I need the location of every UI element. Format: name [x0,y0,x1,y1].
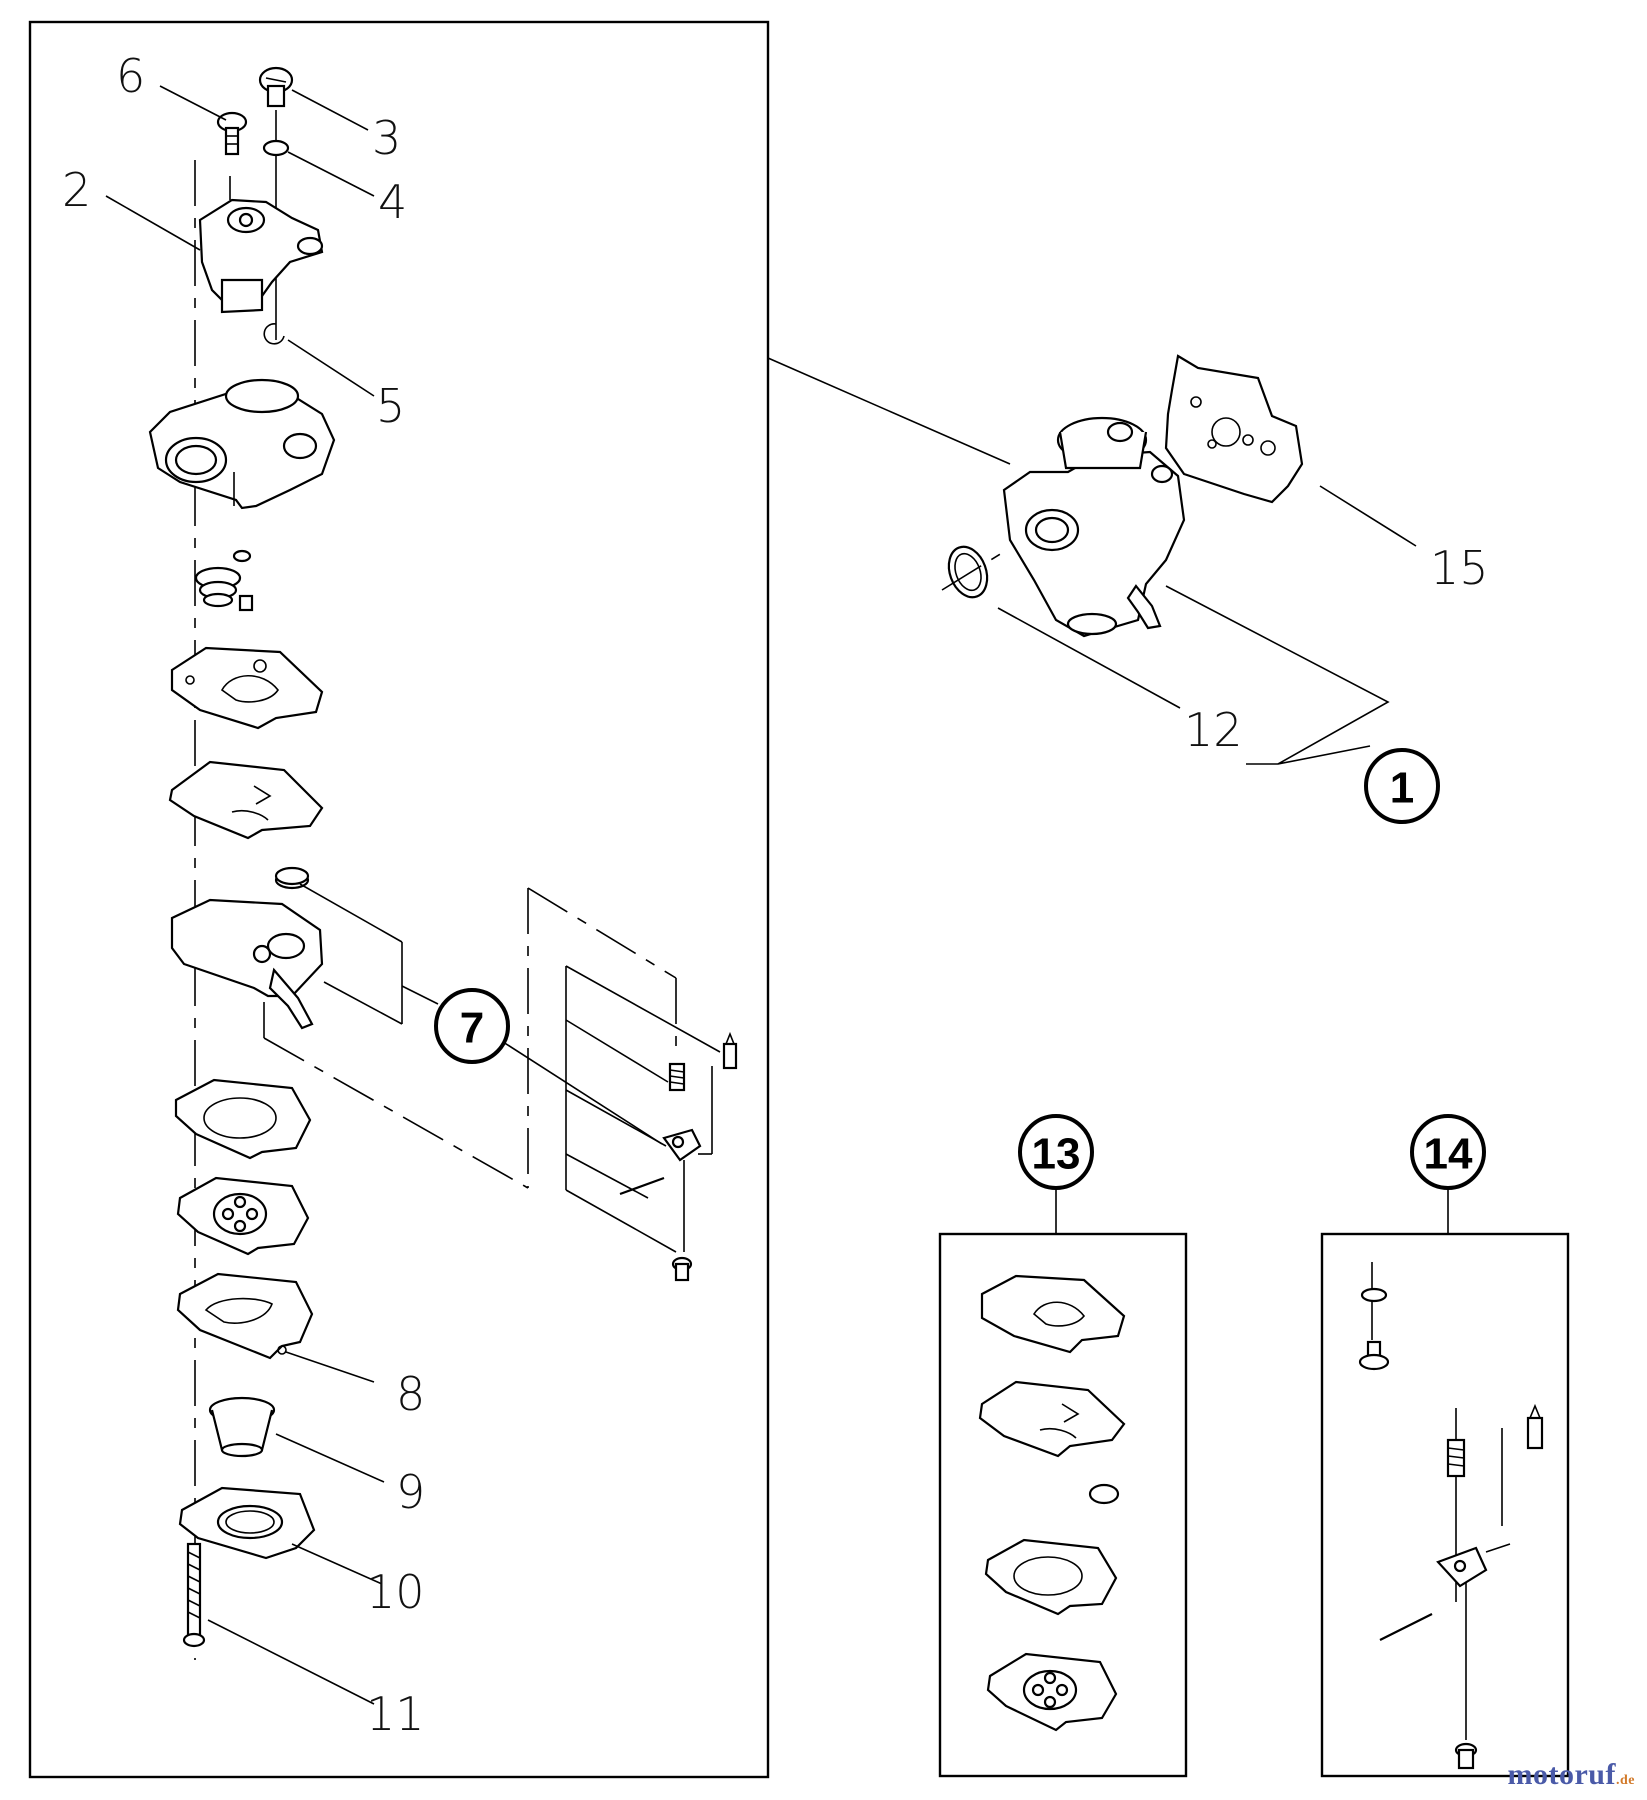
label-10: 10 [366,1565,425,1619]
kit-14-needle-spring[interactable] [1446,1438,1466,1478]
callout-1: 1 [1364,748,1440,824]
leader-8 [285,1351,375,1383]
kit-14-lever-pin[interactable] [1379,1613,1433,1641]
pump-diaphragm[interactable] [168,760,324,840]
label-4: 4 [378,175,407,229]
metering-gasket[interactable] [174,1078,312,1160]
label-15: 15 [1430,541,1489,595]
kit-13-box [938,1232,1188,1778]
label-6: 6 [116,49,145,103]
leader-15 [1319,485,1417,547]
pump-gasket[interactable] [170,646,324,730]
part-2-throttle-assembly[interactable] [198,176,324,314]
exploded-view-frame [28,20,770,1779]
inlet-filter-screen[interactable] [274,866,310,890]
carburetor-assembled[interactable] [1002,416,1186,638]
leader-1-bracket [1165,585,1390,765]
kit-13-pump-diaphragm[interactable] [978,1380,1126,1458]
metering-diaphragm[interactable] [176,1176,310,1256]
part-12-o-ring[interactable] [942,541,994,602]
leader-6 [159,85,227,121]
part-9-primer-bulb[interactable] [208,1396,276,1458]
leader-12 [997,607,1181,709]
needle-spring[interactable] [668,1062,686,1092]
kit-13-gasket[interactable] [980,1274,1126,1354]
inlet-needle-group [565,965,721,1253]
kit-14-needle-lever[interactable] [1436,1543,1511,1588]
label-5: 5 [376,379,405,433]
part-3-adjust-screw[interactable] [258,66,294,108]
kit-14-inlet-needle[interactable] [1526,1403,1544,1450]
callout-13: 13 [1018,1114,1094,1190]
kit-14-washer[interactable] [1360,1287,1388,1303]
part-6-screw[interactable] [216,111,248,156]
svg-text:14: 14 [1424,1130,1473,1179]
part-spring-cone[interactable] [194,566,242,608]
assembly-link-line [767,357,1011,465]
kit-13-metering-gasket[interactable] [984,1538,1118,1616]
label-9: 9 [396,1465,425,1519]
watermark-domain: .de [1616,1773,1635,1788]
svg-text:13: 13 [1032,1130,1081,1179]
part-4-washer[interactable] [262,139,290,157]
kit-7-bracket [263,883,677,1189]
leader-11 [207,1619,375,1705]
watermark-logo: motoruf.de [1508,1758,1635,1792]
o-ring-axis [941,547,1011,591]
callout-14: 14 [1410,1114,1486,1190]
kit-13-metering-diaphragm[interactable] [986,1652,1118,1732]
kit-14-screw[interactable] [1358,1340,1390,1371]
kit-14-box [1320,1232,1570,1778]
kit-13-filter-screen[interactable] [1088,1483,1120,1505]
label-3: 3 [372,111,401,165]
watermark-main: motoruf [1507,1758,1616,1791]
leader-4 [287,151,375,197]
leader-10 [291,1543,383,1585]
body-o-ring[interactable] [232,549,252,563]
part-15-gasket[interactable] [1164,354,1304,504]
leader-2 [105,195,201,251]
label-11: 11 [366,1687,425,1741]
label-12: 12 [1184,703,1243,757]
part-8-metering-cover[interactable] [176,1272,314,1360]
body-jet[interactable] [238,594,254,612]
needle-lever[interactable] [662,1128,702,1162]
leader-3 [291,89,369,131]
part-10-primer-cover[interactable] [178,1486,316,1560]
leader-5 [287,339,375,397]
part-11-long-screw[interactable] [182,1542,206,1648]
part-5-e-clip[interactable] [263,323,285,345]
carburetor-body[interactable] [148,378,336,510]
lever-pin[interactable] [619,1176,665,1196]
callout-7: 7 [434,988,510,1064]
leader-9 [275,1433,385,1483]
kit-14-lever-screw[interactable] [1454,1742,1478,1770]
pump-body[interactable] [170,898,324,1030]
svg-text:1: 1 [1390,764,1414,813]
svg-text:7: 7 [460,1004,484,1053]
lever-screw[interactable] [671,1256,693,1282]
inlet-needle[interactable] [722,1031,738,1070]
label-8: 8 [396,1367,425,1421]
label-2: 2 [62,163,91,217]
